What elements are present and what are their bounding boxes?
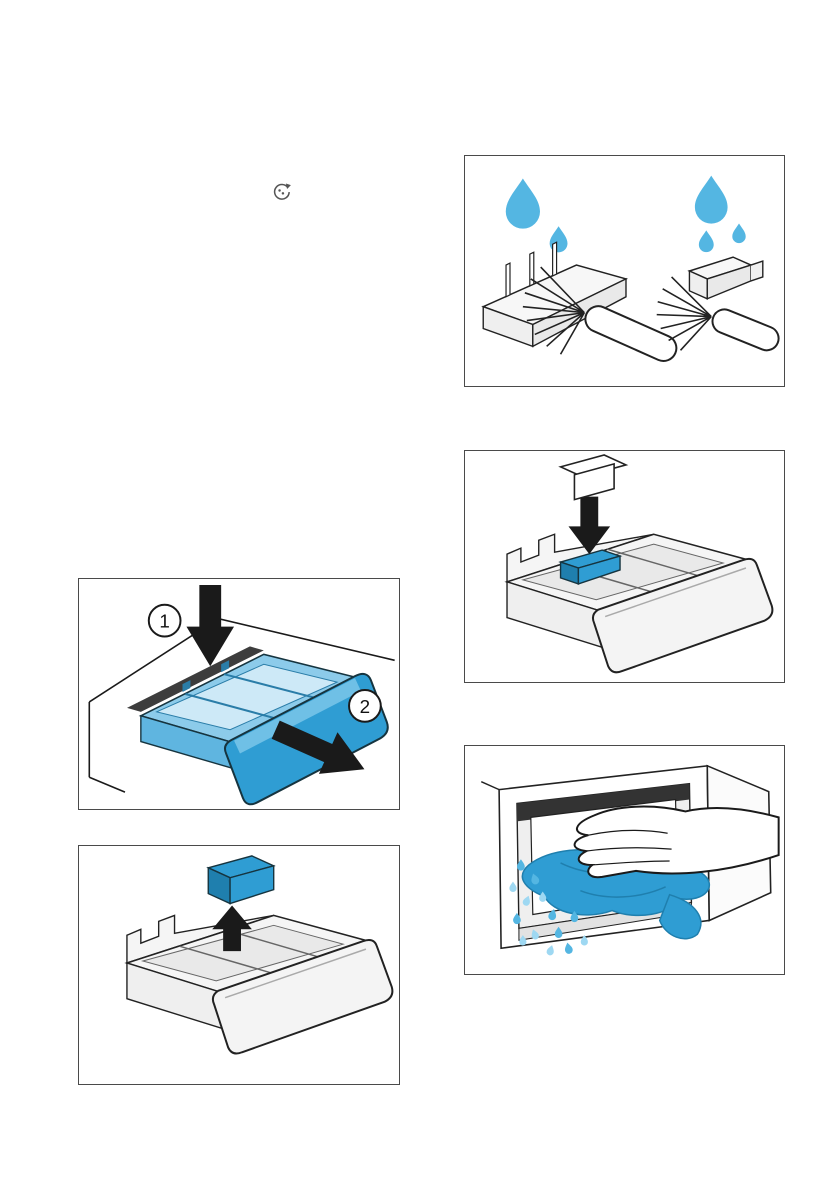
hand [573,805,780,879]
brush-left [522,266,678,362]
figure-wipe-housing [464,745,785,975]
figure-fit-insert [464,450,785,683]
siphon-insert [206,855,276,905]
figure-brush-clean [464,155,785,387]
step-1-badge: 1 [147,603,182,638]
step-2-badge: 2 [348,689,382,723]
step-1-label: 1 [159,611,169,632]
brush-right [656,276,780,352]
drum-clean-icon [270,180,293,203]
figure-remove-insert [78,845,400,1085]
detergent-drawer [124,914,394,1055]
press-down-arrow [568,496,611,555]
siphon-insert-blue [558,549,623,585]
figure-pull-out-drawer: 1 2 [78,578,400,810]
press-down-arrow [186,584,235,667]
siphon-cap-part [687,256,764,300]
lift-up-arrow [212,905,252,952]
detergent-drawer [138,653,389,806]
insert-handle [558,454,629,501]
water-drops-left [505,178,568,253]
detergent-drawer [504,533,774,674]
drawer-slot [126,646,264,712]
step-2-label: 2 [360,696,370,717]
pull-out-arrow [271,720,365,774]
water-drops-right [694,175,746,253]
